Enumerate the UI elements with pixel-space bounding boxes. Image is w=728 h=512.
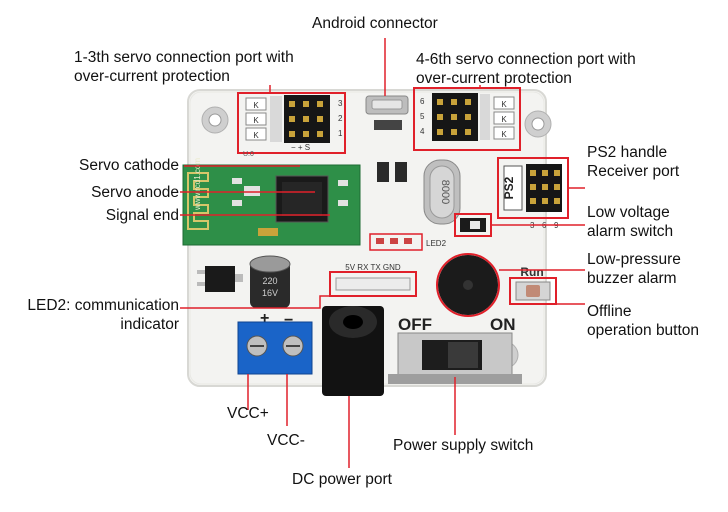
power-switch xyxy=(388,332,522,384)
electrolytic-capacitor: 220 16V xyxy=(249,255,291,308)
label-low-voltage-line2: alarm switch xyxy=(587,223,674,240)
led2-indicator: LED2 xyxy=(369,233,447,251)
label-servo-1-3-line1: 1-3th servo connection port with xyxy=(74,49,294,66)
label-vcc-minus: VCC- xyxy=(267,432,305,449)
label-dc-power: DC power port xyxy=(292,471,392,488)
svg-text:ON: ON xyxy=(490,315,516,334)
label-buzzer-line1: Low-pressure xyxy=(587,251,681,268)
buzzer xyxy=(436,253,500,317)
label-ps2-line1: PS2 handle xyxy=(587,144,668,161)
label-vcc-plus: VCC+ xyxy=(227,405,269,422)
bluetooth-module: www.rcd1.com xyxy=(182,158,361,246)
label-led2-line1: LED2: communication xyxy=(27,297,179,314)
svg-text:OFF: OFF xyxy=(398,315,432,334)
servo-header-1-3: K K K 3 2 1 U.0 − + S xyxy=(237,92,346,158)
label-servo-anode: Servo anode xyxy=(91,184,179,201)
label-offline-line2: operation button xyxy=(587,322,700,339)
svg-text:PS2: PS2 xyxy=(502,176,516,199)
label-servo-1-3-line2: over-current protection xyxy=(74,68,230,85)
svg-text:K: K xyxy=(501,115,507,124)
label-buzzer-line2: buzzer alarm xyxy=(587,270,677,287)
svg-text:16V: 16V xyxy=(262,288,278,298)
voltage-regulator xyxy=(197,266,243,292)
svg-text:K: K xyxy=(253,131,259,140)
svg-text:1: 1 xyxy=(338,129,343,138)
svg-text:K: K xyxy=(501,130,507,139)
svg-text:K: K xyxy=(253,116,259,125)
label-power-switch: Power supply switch xyxy=(393,437,534,454)
servo-header-4-6: 6 5 4 K K K xyxy=(413,87,521,151)
svg-text:+: + xyxy=(260,310,269,327)
svg-text:6: 6 xyxy=(420,97,425,106)
svg-text:LED2: LED2 xyxy=(426,239,447,248)
svg-text:3: 3 xyxy=(338,99,343,108)
label-led2-line2: indicator xyxy=(120,316,179,333)
label-servo-cathode: Servo cathode xyxy=(79,157,179,174)
label-low-voltage-line1: Low voltage xyxy=(587,204,670,221)
svg-text:8000: 8000 xyxy=(439,180,451,204)
svg-text:5V RX TX GND: 5V RX TX GND xyxy=(345,263,401,272)
svg-text:U.0: U.0 xyxy=(243,151,254,158)
label-ps2-line2: Receiver port xyxy=(587,163,680,180)
label-servo-4-6-line1: 4-6th servo connection port with xyxy=(416,51,636,68)
offline-run-button: Run xyxy=(509,265,557,305)
svg-text:−: − xyxy=(284,312,293,329)
label-offline-line1: Offline xyxy=(587,303,632,320)
callout-lines xyxy=(180,38,585,468)
serial-pin-header: 5V RX TX GND xyxy=(329,263,417,297)
low-voltage-switch xyxy=(454,213,492,237)
svg-text:K: K xyxy=(501,100,507,109)
dc-power-jack xyxy=(322,306,384,396)
svg-text:2: 2 xyxy=(338,114,343,123)
k-mark: K xyxy=(253,101,259,110)
android-connector xyxy=(365,95,409,130)
svg-text:Run: Run xyxy=(520,265,543,279)
svg-text:5: 5 xyxy=(420,112,425,121)
crystal-oscillator: 8000 xyxy=(423,159,461,225)
svg-text:www.rcd1.com: www.rcd1.com xyxy=(193,158,202,211)
label-servo-4-6-line2: over-current protection xyxy=(416,70,572,87)
svg-text:− + S: − + S xyxy=(291,143,310,152)
screw-terminal: + − xyxy=(237,310,313,375)
svg-text:4: 4 xyxy=(420,127,425,136)
label-signal-end: Signal end xyxy=(105,207,179,224)
svg-text:220: 220 xyxy=(262,276,277,286)
label-android-connector: Android connector xyxy=(312,15,438,32)
